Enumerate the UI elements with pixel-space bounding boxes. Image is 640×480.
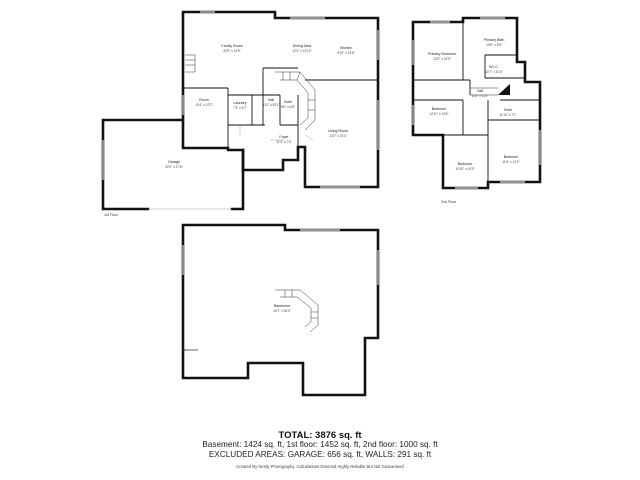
svg-text:10'7" x 4'10": 10'7" x 4'10" [485, 70, 502, 74]
total-area: TOTAL: 3876 sq. ft [278, 430, 362, 441]
room-label-kitchen: Kitchen 9'10" x 13'6" [337, 46, 354, 55]
svg-text:Hall: Hall [268, 98, 274, 102]
basement-plan: Basement 44'7" x 36'3" Basement [181, 223, 380, 397]
svg-text:22'9" x 16'5": 22'9" x 16'5" [223, 49, 240, 53]
svg-text:Bath: Bath [504, 108, 511, 112]
svg-text:11'4" x 7'6": 11'4" x 7'6" [276, 140, 291, 144]
second-floor-exterior-wall [411, 16, 542, 190]
svg-text:Basement: Basement [274, 304, 290, 308]
room-label-wic: W.I.C. 10'7" x 4'10" [485, 65, 502, 74]
first-floor-exterior-wall [181, 10, 380, 189]
svg-text:12'2" x 13'10": 12'2" x 13'10" [292, 49, 311, 53]
floor-areas: Basement: 1424 sq. ft, 1st floor: 1452 s… [202, 440, 438, 449]
svg-text:14'2" x 24'4": 14'2" x 24'4" [329, 134, 346, 138]
room-label-hall: Hall 3'11" x 8'11" [262, 98, 279, 107]
svg-text:W.I.C.: W.I.C. [489, 65, 499, 69]
svg-text:Hall: Hall [477, 89, 483, 93]
room-label-bedroom-east: Bedroom 11'6" x 13'0" [502, 155, 519, 164]
excluded-areas: EXCLUDED AREAS: GARAGE: 656 sq. ft, WALL… [208, 450, 432, 459]
svg-text:44'7" x 36'3": 44'7" x 36'3" [273, 309, 290, 313]
svg-text:11'10" x 7'1": 11'10" x 7'1" [499, 113, 516, 117]
room-label-primary-bath: Primary Bath 10'5" x 9'5" [484, 38, 505, 47]
first-floor-stairs [185, 54, 316, 131]
second-floor-label: 2nd Floor [441, 200, 457, 204]
room-label-bedroom-south: Bedroom 10'10" x 10'9" [455, 162, 474, 171]
svg-text:Primary Bath: Primary Bath [484, 38, 505, 42]
svg-text:10'5" x 9'5": 10'5" x 9'5" [486, 43, 502, 47]
svg-text:9'10" x 13'6": 9'10" x 13'6" [337, 51, 354, 55]
room-label-foyer: Foyer 11'4" x 7'6" [276, 135, 291, 144]
svg-text:7'3" x 5'7": 7'3" x 5'7" [233, 106, 247, 110]
svg-text:12'11" x 10'8": 12'11" x 10'8" [429, 112, 448, 116]
room-label-living-room: Living Room 14'2" x 24'4" [328, 129, 348, 138]
svg-text:Kitchen: Kitchen [340, 46, 352, 50]
svg-text:Room: Room [199, 98, 209, 102]
svg-text:Family Room: Family Room [221, 44, 242, 48]
basement-exterior-wall [181, 223, 380, 397]
first-floor-label: 1st Floor [104, 213, 119, 217]
svg-text:Bath: Bath [284, 100, 291, 104]
svg-text:13'3" x 15'3": 13'3" x 15'3" [433, 57, 450, 61]
room-label-dining-area: Dining Area 12'2" x 13'10" [292, 44, 311, 53]
room-label-basement: Basement 44'7" x 36'3" [273, 304, 290, 313]
svg-text:Bedroom: Bedroom [504, 155, 519, 159]
svg-text:3'11" x 8'11": 3'11" x 8'11" [262, 103, 279, 107]
svg-text:Bedroom: Bedroom [458, 162, 473, 166]
room-label-laundry: Laundry 7'3" x 5'7" [233, 101, 247, 110]
room-label-hall-second: Hall 11'6" x 11'4" [471, 89, 488, 98]
second-floor-plan: Primary Bedroom 13'3" x 15'3" Primary Ba… [411, 16, 542, 204]
svg-text:Dining Area: Dining Area [293, 44, 312, 48]
room-label-primary-bedroom: Primary Bedroom 13'3" x 15'3" [428, 52, 456, 61]
svg-text:5'6" x 6'8": 5'6" x 6'8" [281, 105, 295, 109]
room-label-family-room: Family Room 22'9" x 16'5" [221, 44, 242, 53]
room-label-bath-second: Bath 11'10" x 7'1" [499, 108, 516, 117]
svg-text:Foyer: Foyer [279, 135, 289, 139]
svg-text:Laundry: Laundry [234, 101, 247, 105]
svg-text:11'6" x 13'0": 11'6" x 13'0" [502, 160, 519, 164]
svg-text:Primary Bedroom: Primary Bedroom [428, 52, 456, 56]
svg-text:Bedroom: Bedroom [432, 107, 447, 111]
basement-stairs [275, 289, 319, 333]
svg-text:10'4" x 12'2": 10'4" x 12'2" [195, 103, 212, 107]
svg-text:11'6" x 11'4": 11'6" x 11'4" [471, 94, 488, 98]
garage-wall-right [230, 148, 245, 211]
room-label-bedroom-west: Bedroom 12'11" x 10'8" [429, 107, 448, 116]
credit-line: Created By Nerdy Photography. Calculatio… [236, 464, 404, 469]
svg-text:30'2" x 27'6": 30'2" x 27'6" [165, 165, 182, 169]
svg-text:Garage: Garage [168, 160, 180, 164]
room-label-bath: Bath 5'6" x 6'8" [281, 100, 295, 109]
room-label-garage: Garage 30'2" x 27'6" [165, 160, 182, 169]
first-floor-plan: Family Room 22'9" x 16'5" Dining Area 12… [101, 10, 380, 217]
svg-text:10'10" x 10'9": 10'10" x 10'9" [455, 167, 474, 171]
second-floor-stair-opening [498, 84, 510, 95]
basement-label: Basement [182, 348, 198, 352]
room-label-room: Room 10'4" x 12'2" [195, 98, 212, 107]
svg-text:Living Room: Living Room [328, 129, 348, 133]
